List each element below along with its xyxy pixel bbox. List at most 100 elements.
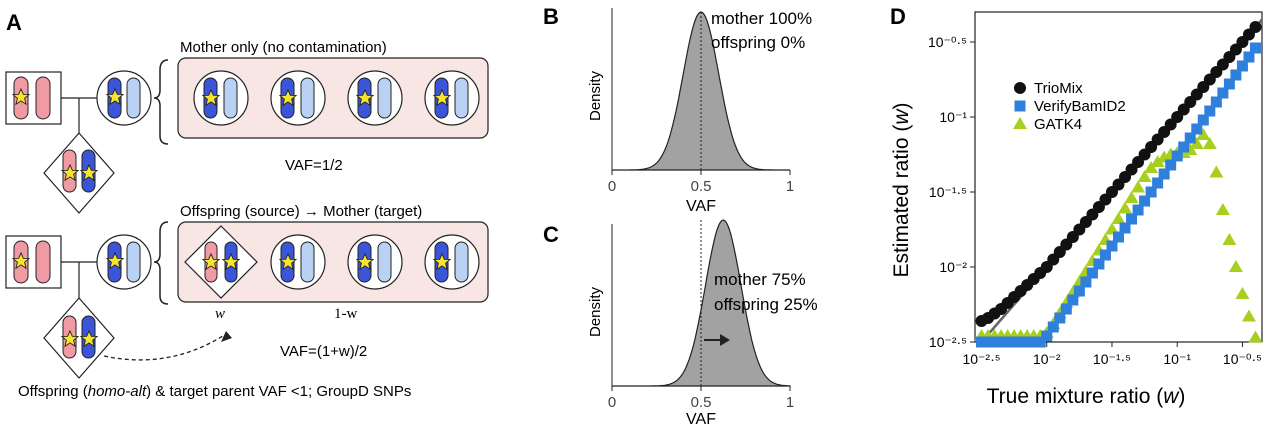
chromosome [454,77,469,119]
d-point [1223,78,1235,90]
d-point [1210,96,1222,108]
d-point [1047,321,1059,333]
d-x-tick-label: 10⁻² [1033,351,1061,367]
mother-cell [347,70,403,126]
d-point [1249,42,1261,54]
d-point [1189,137,1204,149]
mixed-sample-box [177,221,489,303]
caption-pre: Offspring ( [18,383,88,400]
panel-d: D Estimated ratio (w) True mixture ratio… [890,4,1263,408]
cell-circle [424,234,480,290]
d-point [1093,258,1105,270]
d-axes: 10⁻²·⁵10⁻²·⁵10⁻²10⁻²10⁻¹·⁵10⁻¹·⁵10⁻¹10⁻¹… [928,11,1263,367]
mother-cell [193,70,249,126]
d-x-tick-label: 10⁻²·⁵ [962,351,1000,367]
cell-circle [424,70,480,126]
top-vaf: VAF=1/2 [285,157,343,174]
d-point [1086,267,1098,279]
c-ylabel: Density [587,286,604,337]
dashed-arrow [103,333,227,361]
bottom-vaf: VAF=(1+w)/2 [280,343,367,360]
d-point [1228,260,1243,272]
c-xlabel: VAF [686,411,716,428]
caption-post: ) & target parent VAF <1; GroupD SNPs [146,383,411,400]
d-point [1080,276,1092,288]
chromosome [223,77,238,119]
d-point [1222,233,1237,245]
d-y-tick-label: 10⁻¹ [939,109,967,125]
offspring-diamond-top [43,132,115,214]
d-point [1113,231,1124,243]
mother-cell [347,234,403,290]
d-point [1021,336,1033,348]
d-legend-marker [1014,82,1026,94]
mother-cell [270,234,326,290]
contaminant-diamond [184,225,258,299]
d-point [1178,141,1190,153]
d-point [1202,137,1217,149]
chromosome [126,77,141,119]
d-point [1028,336,1040,348]
d-point [1191,123,1203,135]
d-point [1209,165,1224,178]
d-point [995,336,1007,348]
d-point [1184,132,1196,144]
d-point [1099,249,1111,261]
shift-arrow-head [720,334,730,346]
chromosome [300,77,315,119]
cell-circle [270,70,326,126]
chromosome [377,241,392,283]
d-point [1150,155,1165,167]
d-point [1132,204,1144,216]
chromosome [35,240,51,284]
d-x-tick-label: 10⁻¹·⁵ [1093,351,1131,367]
d-point [1196,128,1211,140]
d-xlabel-pre: True mixture ratio ( [987,385,1164,408]
d-series-verifybamid2 [976,42,1261,348]
mother-circle-top [96,70,152,126]
b-annot2: offspring 0% [711,33,805,52]
b-tick-label: 1 [786,178,794,195]
panel-a: A Mother only (no contamination) VAF=1/2 [5,10,489,400]
d-point [1241,309,1256,322]
d-point [1249,21,1262,33]
d-point [982,336,994,348]
top-pedigree [5,70,152,214]
d-point [1217,87,1229,99]
mother-circle-bottom [96,234,152,290]
c-annot2: offspring 25% [714,295,818,314]
d-point [1230,69,1242,81]
chromosome [454,241,469,283]
cell-circle [347,70,403,126]
d-ylabel: Estimated ratio (w) [890,102,913,277]
d-point [1041,330,1053,342]
d-point [1060,303,1072,315]
panel-c-letter: C [543,222,559,247]
b-annot1: mother 100% [711,9,812,28]
d-point [1137,170,1152,182]
cell-circle [347,234,403,290]
d-point [1126,213,1138,225]
d-xlabel-sym: w [1163,385,1180,408]
brace [153,221,169,305]
b-tick-label: 0.5 [691,178,712,195]
d-point [976,336,988,348]
d-point [1118,201,1133,214]
panel-a-letter: A [6,10,22,35]
d-point [1236,60,1248,72]
b-ylabel: Density [587,70,604,121]
d-point [1248,330,1263,343]
arrow-head [221,331,232,342]
b-xlabel: VAF [686,198,716,215]
chromosome [35,76,51,120]
c-annot1: mother 75% [714,270,806,289]
top-title: Mother only (no contamination) [180,39,387,56]
caption-italic: homo-alt [88,383,147,400]
d-point [1073,285,1085,297]
d-point [1204,105,1216,117]
d-point [1106,240,1118,252]
top-cells [193,70,480,126]
cell-circle [270,234,326,290]
d-point [1165,159,1177,171]
c-tick-label: 0 [608,394,616,411]
